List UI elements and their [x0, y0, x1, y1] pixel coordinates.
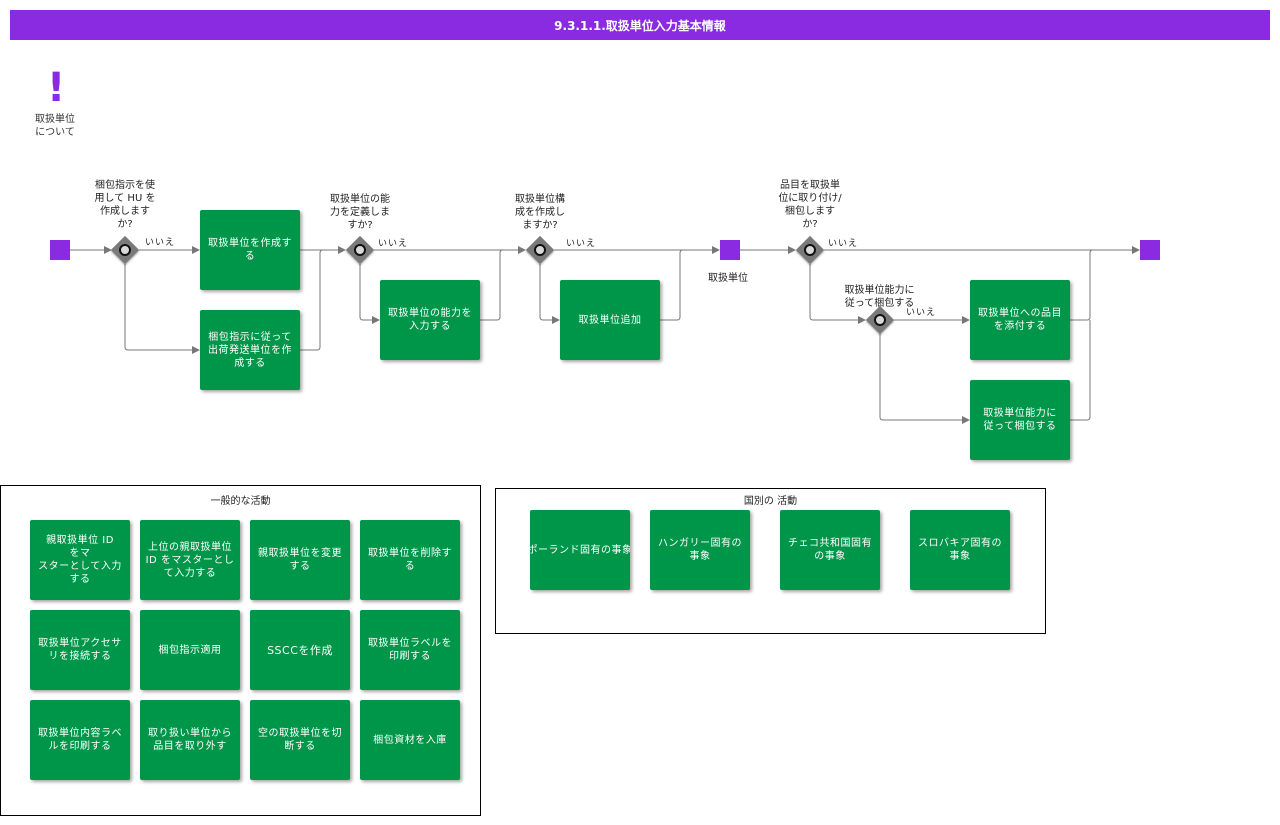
general-task[interactable]: 取扱単位内容ラベ ルを印刷する — [30, 700, 130, 780]
general-task[interactable]: SSCCを作成 — [250, 610, 350, 690]
question-label: 取扱単位能力に 従って梱包する — [844, 285, 915, 309]
intermediate-event[interactable] — [720, 240, 740, 260]
country-task-hungary[interactable]: ハンガリー固有の 事象 — [650, 510, 750, 590]
general-task[interactable]: 空の取扱単位を切 断する — [250, 700, 350, 780]
flow-label-no: いいえ — [906, 308, 937, 318]
country-task-czech[interactable]: チェコ共和国固有 の事象 — [780, 510, 880, 590]
info-label[interactable]: 取扱単位 について — [35, 114, 75, 138]
task-attach-item[interactable]: 取扱単位への品目 を添付する — [970, 280, 1070, 360]
start-event[interactable] — [50, 240, 70, 260]
question-label: 梱包指示を使 用して HU を 作成します か? — [94, 180, 156, 230]
general-task[interactable]: 梱包資材を入庫 — [360, 700, 460, 780]
general-task[interactable]: 取扱単位アクセサ リを接続する — [30, 610, 130, 690]
task-create-hu[interactable]: 取扱単位を作成す る — [200, 210, 300, 290]
question-label: 取扱単位構 成を作成し ますか? — [515, 194, 565, 231]
group-title: 国別の 活動 — [743, 496, 798, 507]
general-task[interactable]: 取扱単位ラベルを 印刷する — [360, 610, 460, 690]
flow-label-no: いいえ — [828, 239, 859, 249]
task-add-hu[interactable]: 取扱単位追加 — [560, 280, 660, 360]
intermediate-event-label: 取扱単位 — [708, 273, 748, 284]
task-enter-capacity[interactable]: 取扱単位の能力を 入力する — [380, 280, 480, 360]
task-pack-by-capacity[interactable]: 取扱単位能力に 従って梱包する — [970, 380, 1070, 460]
country-task-poland[interactable]: ポーランド固有の事象 — [530, 510, 630, 590]
general-task[interactable]: 梱包指示適用 — [140, 610, 240, 690]
question-label: 品目を取扱単 位に取り付け/ 梱包します か? — [778, 180, 842, 230]
flow-label-no: いいえ — [145, 238, 176, 248]
exclamation-icon[interactable]: ! — [47, 65, 66, 111]
general-task[interactable]: 親取扱単位 ID をマ スターとして入力 する — [30, 520, 130, 600]
general-task[interactable]: 取扱単位を削除す る — [360, 520, 460, 600]
end-event[interactable] — [1140, 240, 1160, 260]
page-title: 9.3.1.1.取扱単位入力基本情報 — [10, 10, 1270, 40]
question-label: 取扱単位の能 力を定義しま すか? — [330, 194, 390, 231]
group-title: 一般的な活動 — [210, 496, 271, 507]
country-task-slovakia[interactable]: スロバキア固有の 事象 — [910, 510, 1010, 590]
task-create-shipping-unit[interactable]: 梱包指示に従って 出荷発送単位を作 成する — [200, 310, 300, 390]
general-task[interactable]: 上位の親取扱単位 ID をマスターとし て入力する — [140, 520, 240, 600]
general-task[interactable]: 取り扱い単位から 品目を取り外す — [140, 700, 240, 780]
flow-label-no: いいえ — [566, 239, 597, 249]
general-task[interactable]: 親取扱単位を変更 する — [250, 520, 350, 600]
flow-label-no: いいえ — [378, 239, 409, 249]
